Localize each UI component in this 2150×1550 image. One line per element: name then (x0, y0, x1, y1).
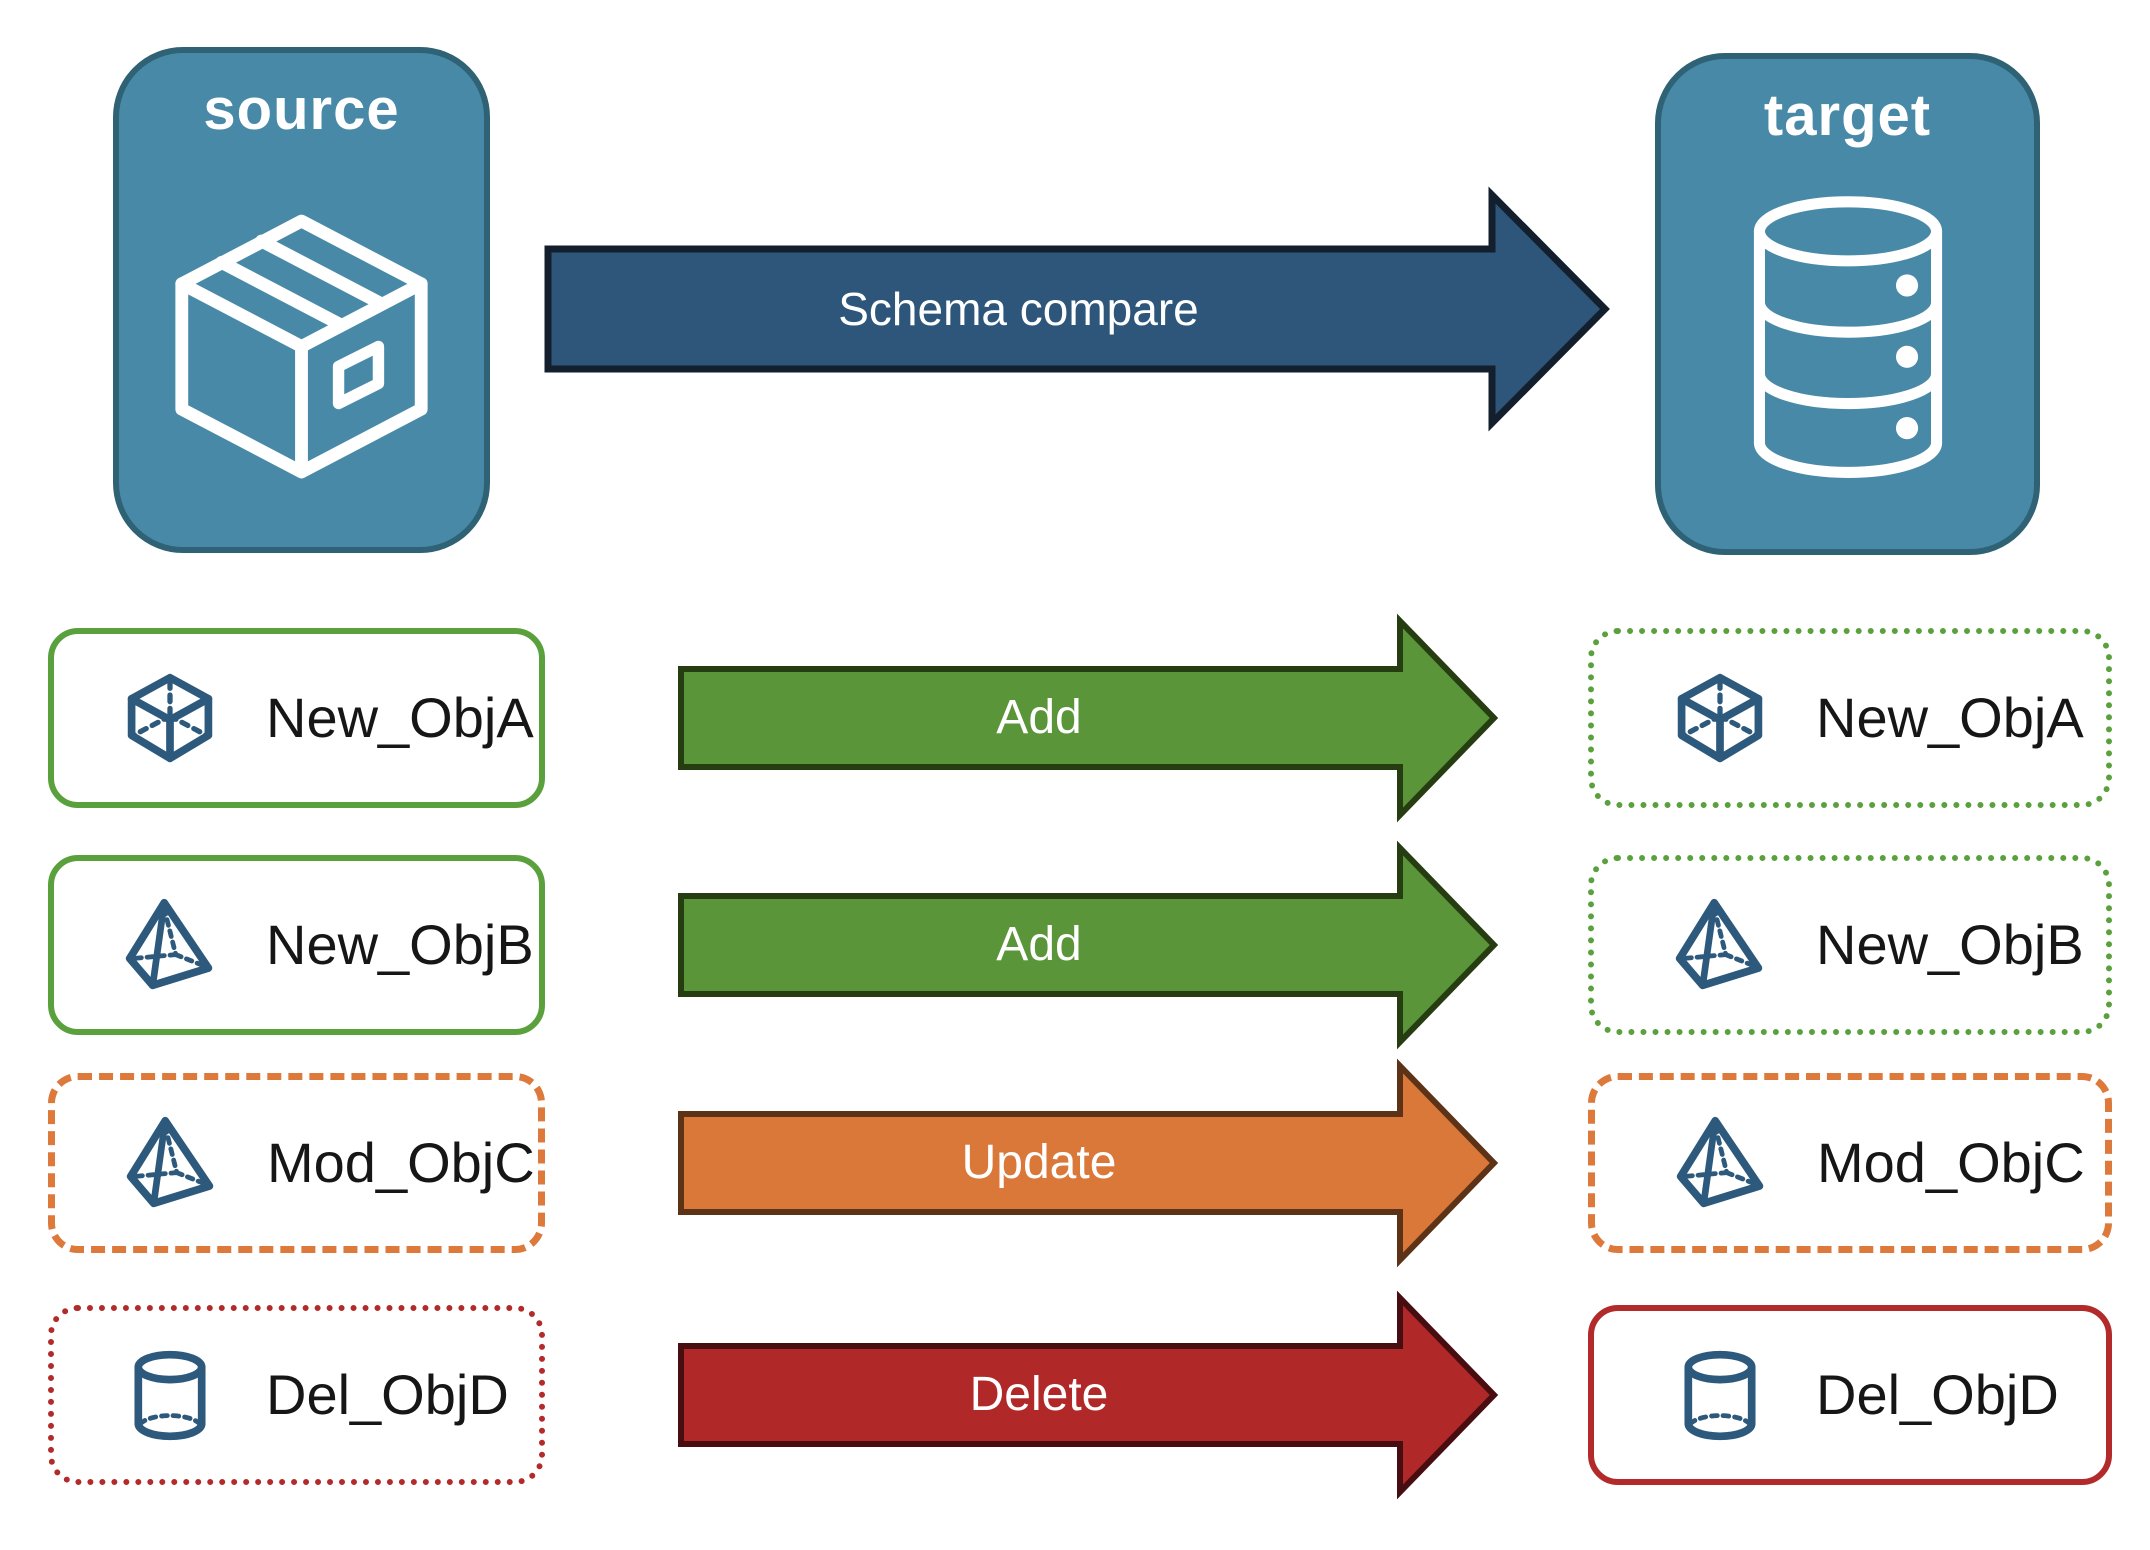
target-object-box: Mod_ObjC (1588, 1073, 2112, 1253)
object-name-label: Mod_ObjC (1817, 1131, 2085, 1194)
action-label: Add (996, 691, 1082, 744)
source-object-box: Del_ObjD (48, 1305, 545, 1485)
action-arrow: Delete (678, 1290, 1499, 1500)
pyramid-icon (1672, 897, 1768, 993)
object-name-label: New_ObjB (266, 913, 534, 976)
target-object-box: New_ObjB (1588, 855, 2112, 1035)
cube-icon (122, 670, 218, 766)
pyramid-icon (123, 1115, 219, 1211)
action-arrow: Add (678, 840, 1499, 1050)
action-label: Add (996, 918, 1082, 971)
action-label: Update (961, 1136, 1117, 1189)
object-name-label: New_ObjA (1816, 686, 2084, 749)
target-node-label: target (1763, 83, 1932, 148)
right-arrow-shape (544, 186, 1610, 432)
object-name-label: New_ObjA (266, 686, 534, 749)
object-name-label: New_ObjB (1816, 913, 2084, 976)
target-object-box: New_ObjA (1588, 628, 2112, 808)
target-node: target (1655, 53, 2040, 555)
package-box-icon (159, 199, 444, 494)
object-name-label: Mod_ObjC (267, 1131, 535, 1194)
source-object-box: New_ObjB (48, 855, 545, 1035)
schema-compare-arrow: Schema compare (544, 186, 1612, 432)
source-object-box: Mod_ObjC (48, 1073, 545, 1253)
object-name-label: Del_ObjD (266, 1363, 509, 1426)
database-icon (1723, 192, 1973, 497)
action-arrow: Add (678, 613, 1499, 823)
target-object-box: Del_ObjD (1588, 1305, 2112, 1485)
object-name-label: Del_ObjD (1816, 1363, 2059, 1426)
source-object-box: New_ObjA (48, 628, 545, 808)
action-arrow: Update (678, 1058, 1499, 1268)
right-arrow-shape (678, 613, 1499, 823)
pyramid-icon (122, 897, 218, 993)
cube-icon (1672, 670, 1768, 766)
right-arrow-shape (678, 840, 1499, 1050)
schema-compare-label: Schema compare (838, 283, 1199, 335)
pyramid-icon (1673, 1115, 1769, 1211)
right-arrow-shape (678, 1290, 1499, 1500)
right-arrow-shape (678, 1058, 1499, 1268)
source-node: source (113, 47, 490, 553)
source-node-label: source (203, 77, 400, 142)
cylinder-icon (1672, 1347, 1768, 1443)
cylinder-icon (122, 1347, 218, 1443)
action-label: Delete (969, 1368, 1109, 1421)
